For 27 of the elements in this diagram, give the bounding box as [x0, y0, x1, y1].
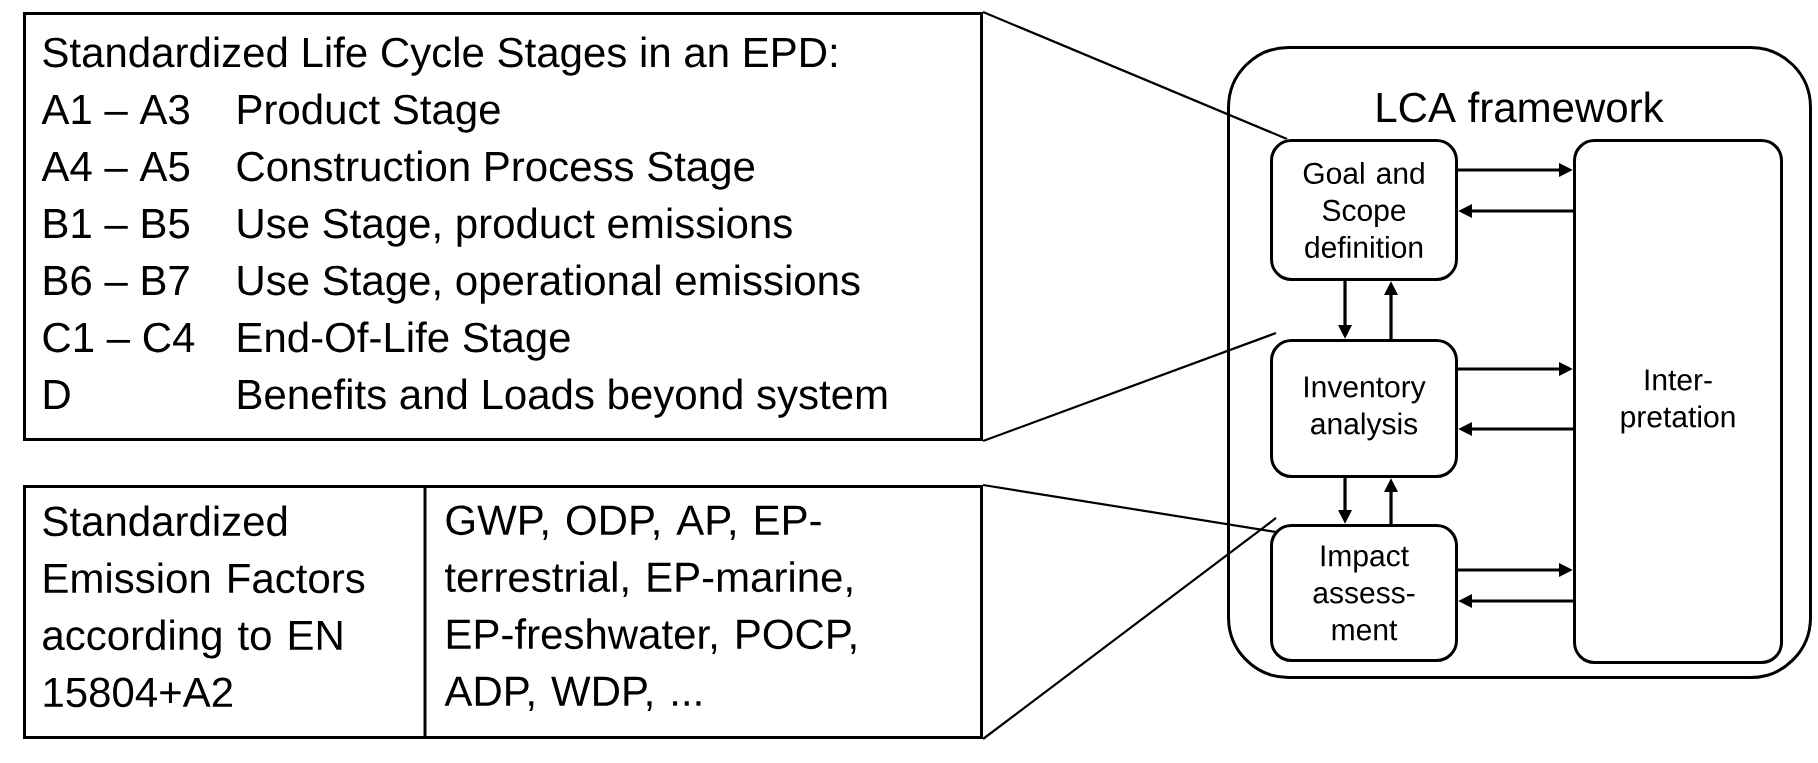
list-heading: Standardized Life Cycle Stages in an EPD:: [43, 36, 836, 76]
stage-code: B1 – B5: [44, 209, 190, 239]
framework-panel: [1227, 46, 1812, 679]
factors-table: [23, 485, 983, 739]
stage-name: Construction Process Stage: [237, 150, 755, 190]
stage-name: Use Stage, operational emissions: [238, 264, 860, 304]
stage-code: C1 – C4: [43, 322, 195, 353]
stage-name: Use Stage, product emissions: [238, 207, 792, 247]
stages-box: [23, 12, 983, 441]
stage-name: Benefits and Loads beyond system: [238, 378, 887, 418]
connector-line: [982, 10, 1288, 140]
phase-box: Goal and Scope definition: [1270, 139, 1458, 281]
connector-line: [982, 483, 1277, 534]
panel-title: LCA framework: [1377, 91, 1664, 123]
stage-code: B6 – B7: [44, 265, 189, 296]
stage-name: Product Stage: [238, 93, 500, 133]
factor-text: Standardized Emission Factors according to EN 15804+A2: [43, 505, 365, 708]
stage-code: A4 – A5: [41, 152, 190, 182]
phase-box: Inter- pretation: [1573, 139, 1783, 664]
phase-box: Inventory analysis: [1270, 339, 1458, 478]
stage-code: D: [44, 380, 70, 409]
connector-line: [982, 331, 1277, 443]
stage-code: A1 – A3: [41, 94, 189, 125]
stage-name: End-Of-Life Stage: [238, 321, 570, 361]
indicator-list: GWP, ODP, AP, EP-terrestrial, EP-marine, EP-freshwater, POCP, ADP, WDP, ...: [444, 505, 856, 712]
connector-line: [982, 517, 1277, 740]
phase-box: Impact assess- ment: [1270, 524, 1458, 662]
